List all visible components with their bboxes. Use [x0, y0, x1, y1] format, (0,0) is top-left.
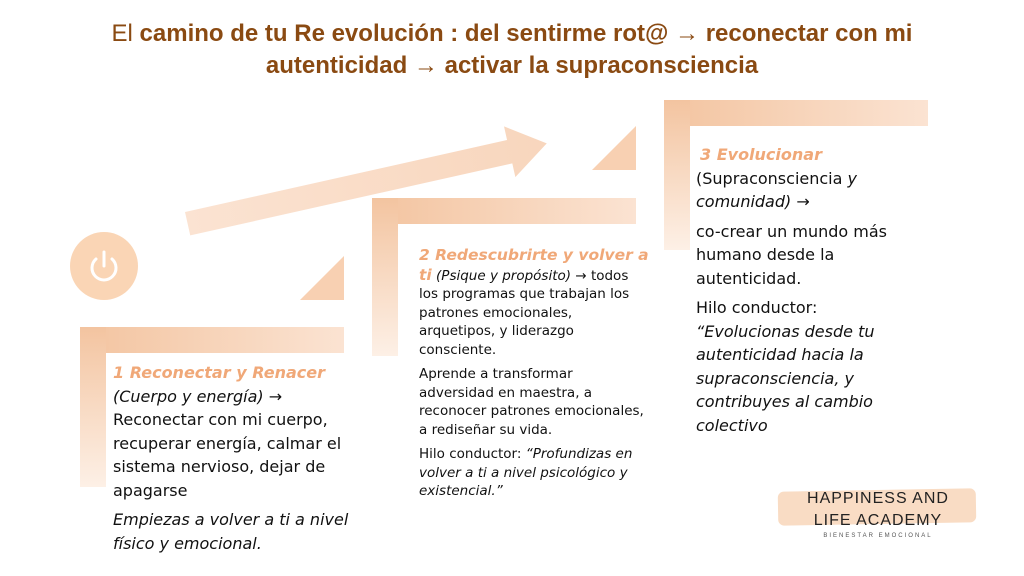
step2-text: 2 Redescubrirte y volver a ti (Psique y …	[419, 246, 651, 507]
step1-bar	[80, 327, 344, 353]
step3-subtitle-italic: y comunidad) →	[696, 168, 857, 212]
power-icon	[90, 250, 118, 282]
step1-body: Reconectar con mi cuerpo, recuperar ener…	[113, 410, 342, 500]
title-prefix: El	[111, 20, 140, 47]
logo-line2: LIFE ACADEMY	[813, 512, 943, 529]
step2-bar	[372, 198, 636, 224]
step2-heading: 2 Redescubrirte y volver a ti	[419, 246, 649, 284]
step1-closing: Empiezas a volver a ti a nivel físico y …	[113, 510, 349, 553]
step3-heading: 3 Evolucionar	[700, 145, 822, 164]
step2-post	[372, 198, 398, 356]
logo-line1: HAPPINESS AND	[807, 490, 949, 507]
step2-body2: Aprende a transformar adversidad en maes…	[419, 366, 644, 438]
slide-title: El camino de tu Re evolución : del senti…	[0, 18, 1024, 82]
step2-body: todos los programas que trabajan los pat…	[419, 267, 630, 358]
step-triangle-2	[592, 126, 636, 170]
step3-subtitle: (Supraconsciencia	[696, 168, 848, 188]
step3-text: 3 Evolucionar (Supraconsciencia y comuni…	[696, 143, 921, 443]
step-triangle-1	[300, 256, 344, 300]
step1-subtitle: (Cuerpo y energía) →	[113, 386, 283, 406]
step3-bar	[664, 100, 928, 126]
step3-post	[664, 100, 690, 250]
academy-logo: HAPPINESS AND LIFE ACADEMY BIENESTAR EMO…	[777, 486, 978, 539]
title-line2: autenticidad → activar la supraconscienc…	[265, 52, 759, 79]
step3-thread: “Evolucionas desde tu autenticidad hacia…	[696, 321, 875, 435]
step1-text: 1 Reconectar y Renacer (Cuerpo y energía…	[113, 361, 353, 561]
progress-arrow	[185, 126, 547, 236]
step2-thread-label: Hilo conductor:	[419, 446, 526, 462]
step3-thread-label: Hilo conductor:	[696, 298, 818, 317]
step2-subtitle: (Psique y propósito) →	[436, 267, 587, 284]
step2-thread: “Profundizas en volver a ti a nivel psic…	[419, 446, 633, 499]
step3-body: co-crear un mundo más humano desde la au…	[696, 221, 887, 288]
logo-tagline: BIENESTAR EMOCIONAL	[823, 533, 933, 539]
title-line1: camino de tu Re evolución : del sentirme…	[139, 20, 913, 47]
step1-heading: 1 Reconectar y Renacer	[113, 363, 325, 382]
step1-post	[80, 327, 106, 487]
